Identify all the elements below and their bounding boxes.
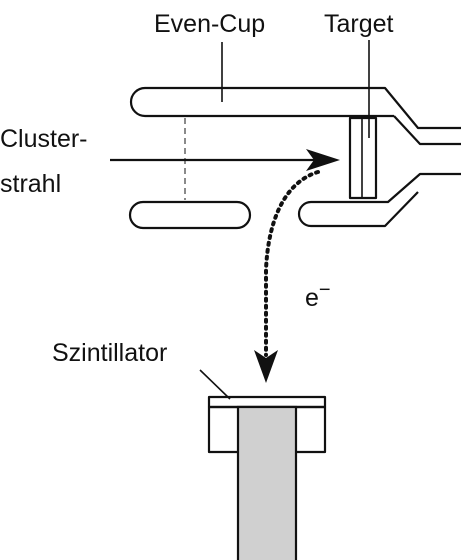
- target-block: [348, 116, 378, 200]
- electron-symbol: e: [305, 284, 319, 312]
- target-label: Target: [324, 10, 394, 38]
- scintillator-label: Szintillator: [52, 339, 167, 367]
- light-guide: [236, 405, 298, 560]
- cluster-beam-arrowhead: [306, 149, 340, 171]
- electron-charge-superscript: −: [319, 279, 331, 301]
- even-cup-lower-right-electrode: [297, 172, 461, 228]
- electron-label: e−: [305, 279, 331, 312]
- even-cup-label: Even-Cup: [154, 10, 265, 38]
- even-cup-lower-left-electrode: [128, 200, 252, 230]
- electron-arrowhead: [254, 350, 278, 383]
- cluster-label-line2: strahl: [0, 170, 61, 198]
- cluster-label-line1: Cluster-: [0, 125, 88, 153]
- scintillator-leader-line: [199, 369, 231, 400]
- scintillator-plate: [207, 395, 327, 409]
- even-cup-upper-electrode: [129, 86, 461, 130]
- electron-path: [264, 170, 320, 357]
- even-cup-upper-right-flare: [393, 115, 461, 146]
